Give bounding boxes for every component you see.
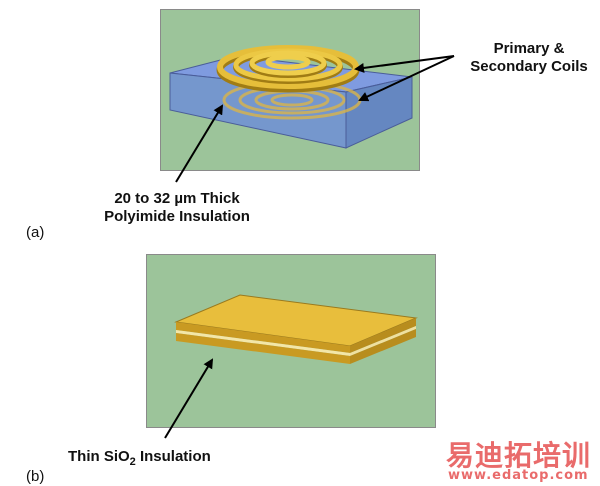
sio2-layered-plate [174,294,418,364]
primary-coil [216,45,360,93]
coils-callout-line2: Secondary Coils [470,58,588,75]
coils-callout: Primary & Secondary Coils [454,40,600,76]
watermark-cn: 易迪拓培训 [446,439,592,472]
polyimide-callout-line2: Polyimide Insulation [104,208,250,225]
polyimide-callout-line1: 20 to 32 µm Thick [114,190,240,207]
panel-a-label: (a) [26,224,45,241]
arrow-to-sio2 [164,358,214,439]
sio2-callout-subscript: 2 [129,456,136,468]
sio2-callout-suffix: Insulation [135,448,211,465]
polyimide-slab [169,55,413,149]
coils-callout-line1: Primary & [493,40,565,57]
arrow-to-primary-coil [354,55,455,73]
sio2-callout: Thin SiO2 Insulation [68,448,211,471]
arrow-to-polyimide [175,104,224,183]
panel-b-label: (b) [26,468,45,485]
sio2-callout-prefix: Thin SiO [68,448,130,465]
polyimide-callout: 20 to 32 µm Thick Polyimide Insulation [82,190,272,226]
watermark-url: www.edatop.com [448,468,589,483]
arrow-to-secondary-coil [358,55,455,102]
